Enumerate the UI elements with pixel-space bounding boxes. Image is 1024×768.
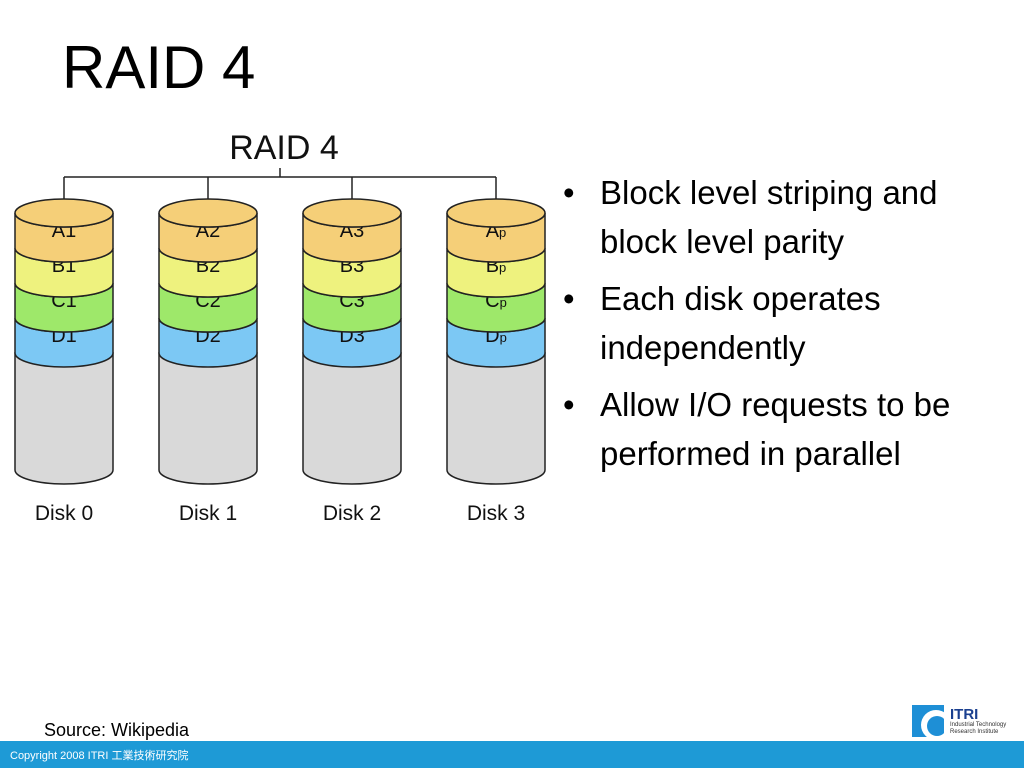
source-credit: Source: Wikipedia <box>44 720 190 740</box>
disk-label: Disk 3 <box>467 502 525 525</box>
bullet-item: •Each disk operates independently <box>563 280 881 366</box>
slide-title: RAID 4 <box>62 34 256 101</box>
disk-body <box>158 352 258 485</box>
disk-top <box>446 198 546 228</box>
itri-logo-icon <box>912 705 944 737</box>
disk-label: Disk 1 <box>179 502 237 525</box>
disk-top <box>302 198 402 228</box>
disk-body <box>446 352 546 485</box>
logo-subtitle-line2: Research Institute <box>950 728 999 735</box>
itri-logo: ITRI Industrial Technology Research Inst… <box>912 703 1018 739</box>
logo-subtitle-line1: Industrial Technology <box>950 721 1007 728</box>
diagram-title: RAID 4 <box>229 129 339 167</box>
disk-body <box>14 352 114 485</box>
disk-body <box>302 352 402 485</box>
bullet-list: •Block level striping and block level pa… <box>560 168 1000 486</box>
disk-top <box>14 198 114 228</box>
disk-label: Disk 0 <box>35 502 93 525</box>
logo-name: ITRI <box>950 705 979 723</box>
copyright-text: Copyright 2008 ITRI 工業技術研究院 <box>10 750 189 762</box>
footer-bar: Copyright 2008 ITRI 工業技術研究院 <box>0 741 1024 768</box>
disk-top <box>158 198 258 228</box>
bullet-item: •Block level striping and block level pa… <box>563 174 938 260</box>
bullet-item: •Allow I/O requests to be performed in p… <box>563 386 951 472</box>
disk-label: Disk 2 <box>323 502 381 525</box>
